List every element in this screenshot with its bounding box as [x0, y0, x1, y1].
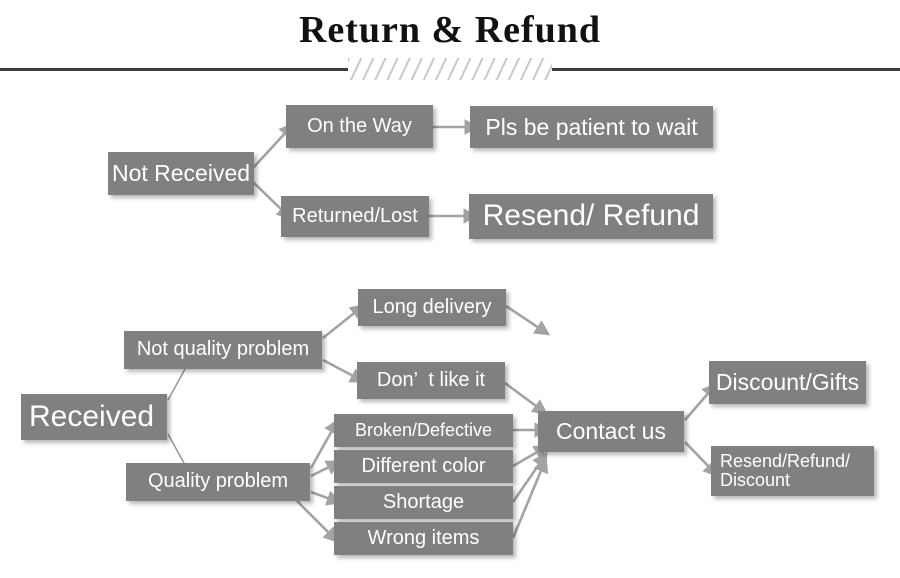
node-broken-defective[interactable]: Broken/Defective	[334, 414, 513, 447]
divider-rule-right	[552, 68, 900, 71]
arrow-quality-to-different-color	[310, 460, 342, 478]
node-returned-lost[interactable]: Returned/Lost	[281, 196, 429, 237]
node-dont-like-it[interactable]: Don’ t like it	[357, 362, 505, 399]
divider-rule-left	[0, 68, 348, 71]
arrow-dont-like-it-to-contact-us	[504, 381, 548, 415]
node-not-received[interactable]: Not Received	[108, 152, 254, 195]
arrow-not-received-to-returned-lost	[252, 181, 293, 220]
node-pls-be-patient-to-wait[interactable]: Pls be patient to wait	[470, 106, 713, 148]
node-contact-us[interactable]: Contact us	[538, 411, 684, 452]
link-received-to-not-quality-problem	[167, 368, 186, 401]
page-title: Return & Refund	[298, 9, 602, 51]
resend-refund-discount-line-2: Discount	[720, 470, 791, 490]
arrow-not-received-to-on-the-way	[252, 122, 295, 169]
node-shortage[interactable]: Shortage	[334, 486, 513, 519]
resend-refund-discount-line-1: Resend/Refund/	[720, 450, 851, 471]
node-resend-refund-discount[interactable]: Resend/Refund/ Discount	[711, 446, 874, 496]
arrow-contact-us-to-resend-refund-discount	[684, 441, 719, 478]
node-resend-refund[interactable]: Resend/ Refund	[469, 194, 713, 239]
node-received[interactable]: Received	[21, 394, 167, 440]
node-wrong-items[interactable]: Wrong items	[334, 522, 513, 555]
node-not-quality-problem[interactable]: Not quality problem	[124, 331, 322, 369]
node-long-delivery[interactable]: Long delivery	[358, 289, 506, 326]
node-different-color[interactable]: Different color	[334, 450, 513, 483]
node-discount-gifts[interactable]: Discount/Gifts	[709, 361, 866, 404]
hatch-decoration-icon	[348, 58, 552, 80]
arrow-quality-to-wrong-items	[296, 500, 339, 543]
arrow-different-color-to-contact-us	[512, 445, 550, 468]
link-received-to-quality-problem	[167, 433, 185, 464]
arrow-long-delivery-to-contact-us	[505, 304, 551, 336]
arrow-wrong-items-to-contact-us	[511, 456, 548, 539]
arrow-quality-to-broken-defective	[309, 418, 339, 469]
node-on-the-way[interactable]: On the Way	[286, 105, 433, 148]
arrow-contact-us-to-discount-gifts	[684, 382, 718, 421]
arrow-not-quality-to-dont-like-it	[322, 358, 366, 383]
node-quality-problem[interactable]: Quality problem	[126, 463, 310, 501]
arrow-quality-to-shortage	[310, 490, 343, 506]
arrow-not-quality-to-long-delivery	[322, 303, 366, 340]
